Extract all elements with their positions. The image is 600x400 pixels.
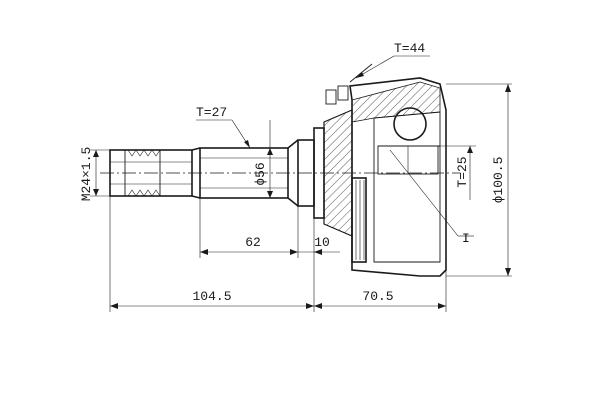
dim-10: 10 <box>298 235 340 255</box>
dim-thread: M24×1.5 <box>79 147 110 202</box>
dim-104-5-label: 104.5 <box>192 289 231 304</box>
dim-shaft-diameter: ϕ56 <box>253 148 273 198</box>
outer-spline-label: T=27 <box>196 105 227 120</box>
outer-housing <box>313 63 447 277</box>
dim-outer-diameter: ϕ100.5 <box>491 84 511 276</box>
inner-spline-label: T=25 <box>455 156 470 187</box>
dim-10-label: 10 <box>314 235 330 250</box>
extension-lines <box>109 83 512 312</box>
abs-teeth-label: T=44 <box>394 41 425 56</box>
abs-ring <box>351 177 367 263</box>
dim-70-5: 70.5 <box>314 289 446 309</box>
dim-104-5: 104.5 <box>110 289 314 309</box>
callout-i: I <box>389 149 474 246</box>
outer-diameter-label: ϕ100.5 <box>491 157 506 204</box>
callout-abs-ring: T=44 <box>355 41 430 79</box>
dim-62-label: 62 <box>245 235 261 250</box>
dim-70-5-label: 70.5 <box>362 289 393 304</box>
callout-i-label: I <box>462 231 470 246</box>
callout-outer-spline: T=27 <box>196 105 251 149</box>
shaft-diameter-label: ϕ56 <box>253 162 268 185</box>
dim-62: 62 <box>200 235 298 255</box>
dim-inner-spline: T=25 <box>440 145 476 200</box>
thread-label: M24×1.5 <box>79 147 94 202</box>
